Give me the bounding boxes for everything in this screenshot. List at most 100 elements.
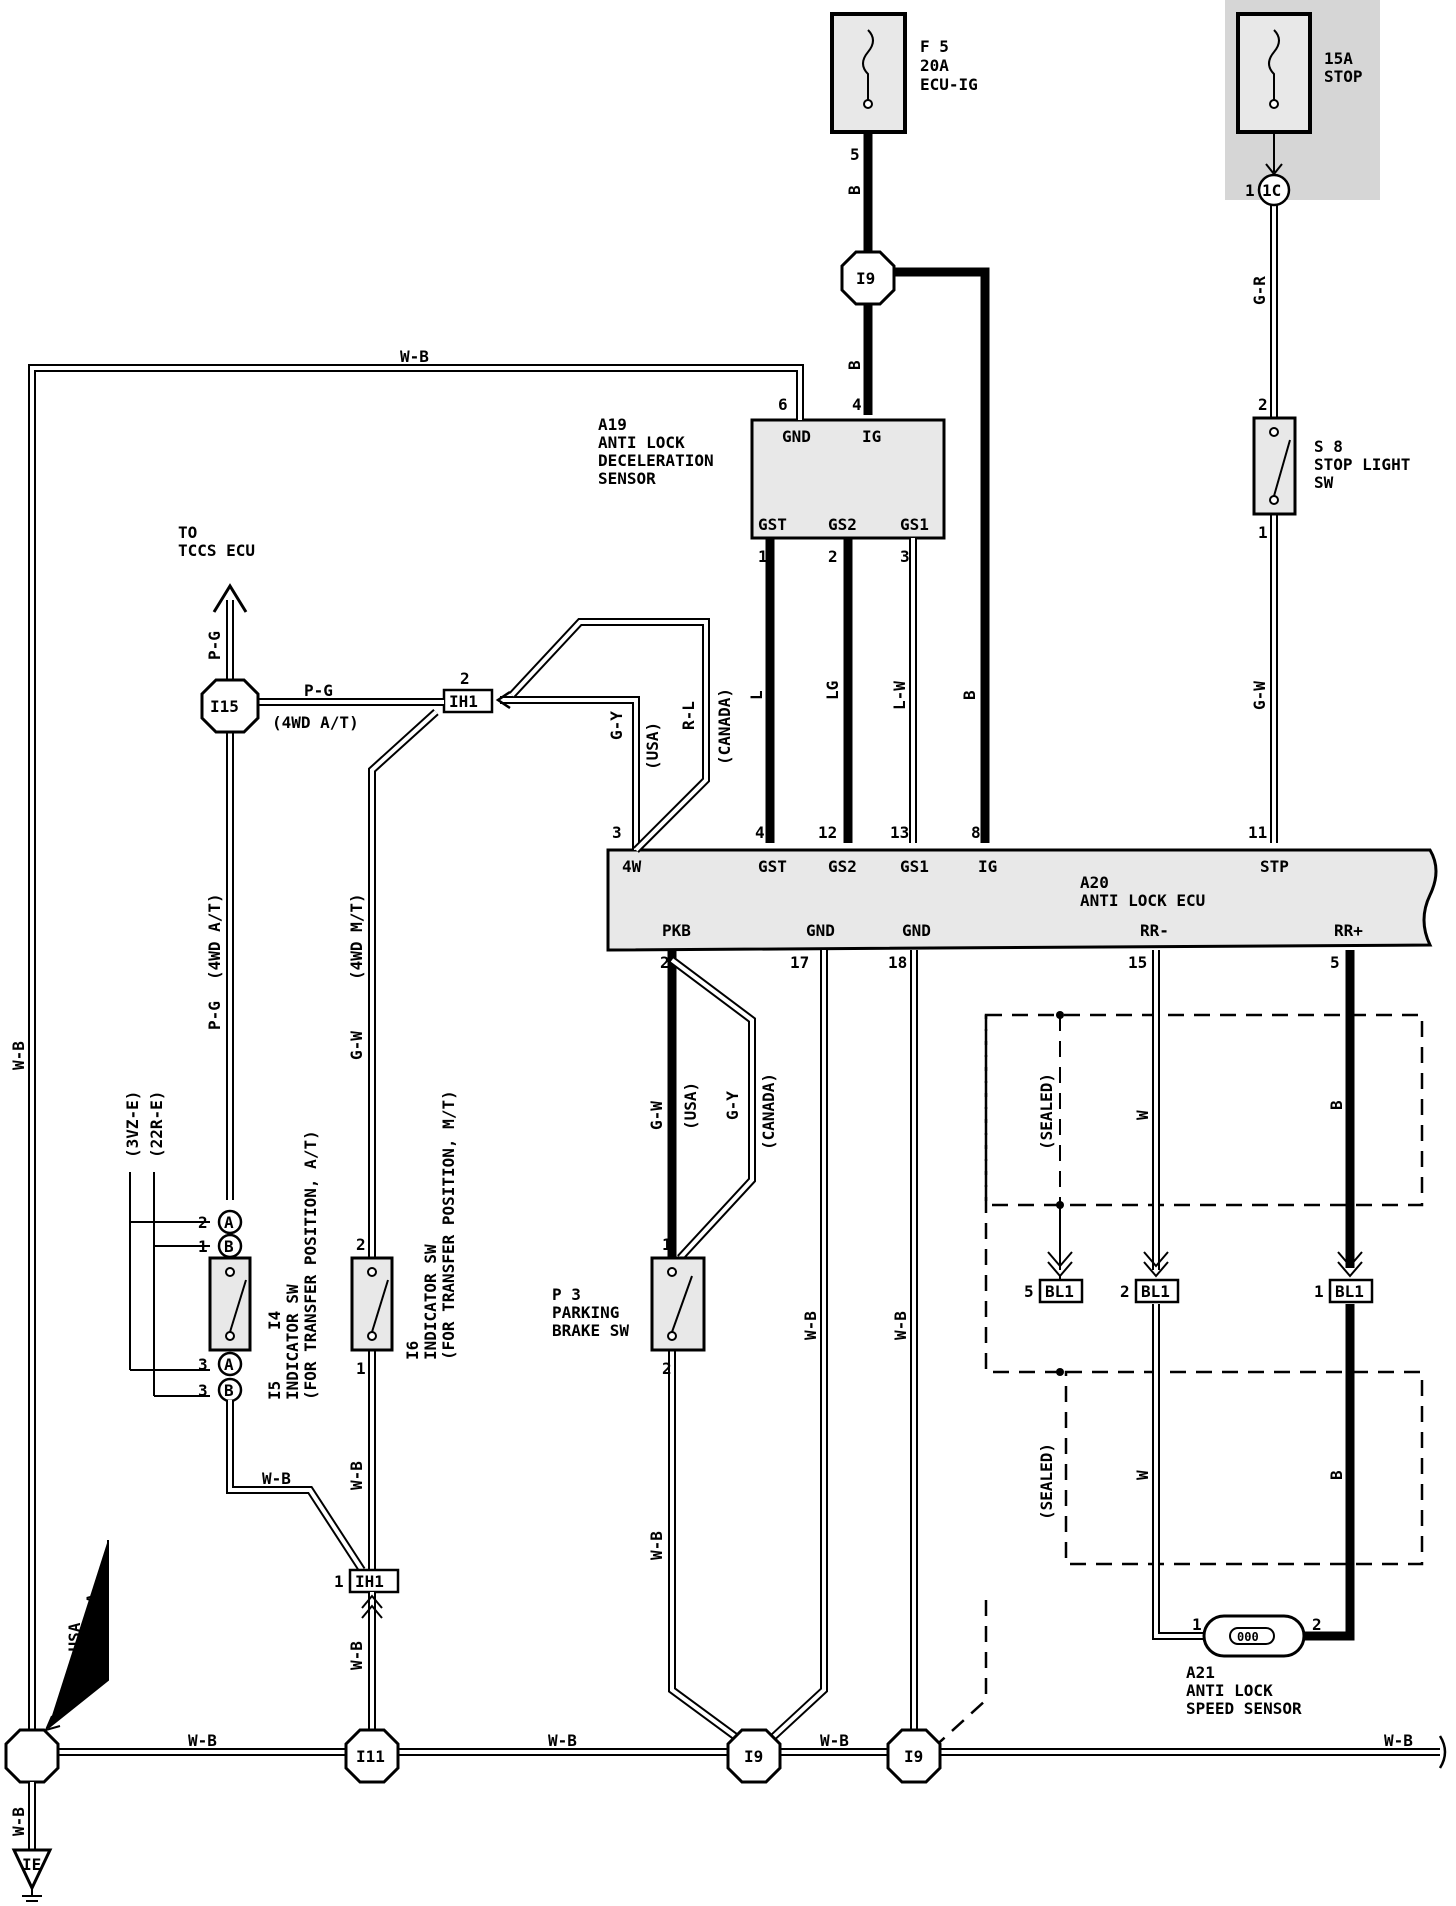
fuse-f5: F 5 20A ECU-IG — [830, 12, 978, 134]
wire-color-wb-bus1: W-B — [188, 1731, 217, 1750]
svg-text:12: 12 — [818, 823, 837, 842]
label-4wd-at-2: (4WD A/T) — [205, 893, 224, 980]
svg-text:4: 4 — [755, 823, 765, 842]
i5-line2: (FOR TRANSFER POSITION, A/T) — [301, 1130, 320, 1400]
sealed-box-bottom — [1064, 1370, 1424, 1566]
a20-name: ANTI LOCK ECU — [1080, 891, 1205, 910]
svg-text:BL1: BL1 — [1335, 1282, 1364, 1301]
fuse-stop-rating: 15A — [1324, 49, 1353, 68]
junction-note: I 9:USA I 8:CANADA — [44, 1540, 109, 1732]
fuse-stop: 15A STOP — [1225, 0, 1380, 200]
wire-color-b-1: B — [845, 185, 864, 195]
svg-text:GND: GND — [782, 427, 811, 446]
svg-text:18: 18 — [888, 953, 907, 972]
label-sealed-bottom: (SEALED) — [1037, 1443, 1056, 1520]
switch-i5-i4: A B A B 2 1 3 3 I5 I4 INDICATOR SW (FOR … — [198, 1130, 320, 1403]
connector-i9-bus-2: I9 — [886, 1728, 942, 1784]
pin-5-f5: 5 — [850, 145, 860, 164]
i5-line1: INDICATOR SW — [283, 1284, 302, 1400]
wire-color-wb-17: W-B — [801, 1311, 820, 1340]
label-3vz-e: (3VZ-E) — [123, 1091, 142, 1158]
label-4wd-at: (4WD A/T) — [272, 713, 359, 732]
s8-ref: S 8 — [1314, 437, 1343, 456]
wire-rr-minus — [1143, 950, 1218, 1640]
svg-text:3: 3 — [198, 1355, 208, 1374]
connector-i11: I11 — [344, 1728, 400, 1784]
svg-text:3: 3 — [900, 547, 910, 566]
svg-text:A: A — [224, 1213, 234, 1232]
wire-color-rl: R-L — [679, 701, 698, 730]
wire-color-b-3: B — [960, 690, 979, 700]
wire-pg — [212, 583, 444, 1200]
wire-color-wb-ih1: W-B — [347, 1641, 366, 1670]
wire-color-b-rr2: B — [1327, 1470, 1346, 1480]
a19-line3: SENSOR — [598, 469, 656, 488]
wire-color-b-2: B — [845, 360, 864, 370]
junction-left — [4, 1728, 60, 1784]
svg-text:GS2: GS2 — [828, 515, 857, 534]
wire-color-gw-pkb: G-W — [647, 1101, 666, 1130]
wire-color-l: L — [747, 690, 766, 700]
svg-text:GS2: GS2 — [828, 857, 857, 876]
svg-text:13: 13 — [890, 823, 909, 842]
connector-1c: 1C 1 — [1245, 173, 1291, 207]
svg-text:IG: IG — [862, 427, 881, 446]
switch-i6: 2 1 I6 INDICATOR SW (FOR TRANSFER POSITI… — [350, 1090, 458, 1378]
svg-text:2: 2 — [356, 1235, 366, 1254]
s8-line1: STOP LIGHT — [1314, 455, 1410, 474]
svg-text:2: 2 — [660, 953, 670, 972]
connector-bl1-1: BL1 1 — [1314, 1278, 1374, 1304]
svg-text:B: B — [224, 1237, 234, 1256]
svg-text:GND: GND — [902, 921, 931, 940]
svg-text:4W: 4W — [622, 857, 642, 876]
svg-text:GST: GST — [758, 515, 787, 534]
svg-text:1: 1 — [1314, 1282, 1324, 1301]
fuse-stop-name: STOP — [1324, 67, 1363, 86]
svg-text:2: 2 — [1258, 395, 1268, 414]
svg-text:1: 1 — [334, 1572, 344, 1591]
svg-text:2: 2 — [828, 547, 838, 566]
svg-text:1: 1 — [1245, 181, 1255, 200]
wire-gw-i6 — [368, 709, 439, 1570]
label-to: TO — [178, 523, 197, 542]
wire-color-gw-stp: G-W — [1250, 681, 1269, 710]
label-22r-e: (22R-E) — [147, 1091, 166, 1158]
wire-rr-plus — [1298, 950, 1363, 1641]
svg-text:3: 3 — [612, 823, 622, 842]
wire-color-wb-i5: W-B — [262, 1469, 291, 1488]
wire-color-wb-pkb: W-B — [647, 1531, 666, 1560]
p3-line2: BRAKE SW — [552, 1321, 629, 1340]
wire-gnd-17 — [768, 950, 826, 1742]
wire-color-wb-left: W-B — [9, 1041, 28, 1070]
ground-ie: IE — [11, 1782, 53, 1902]
svg-text:B: B — [224, 1381, 234, 1400]
svg-text:15: 15 — [1128, 953, 1147, 972]
connector-i15: I15 — [200, 678, 260, 734]
ecu-a20: 4W GST GS2 GS1 IG STP A20 ANTI LOCK ECU … — [606, 823, 1438, 972]
svg-text:IE: IE — [22, 1855, 41, 1874]
wire-color-wb-i6: W-B — [347, 1461, 366, 1490]
label-4wd-mt: (4WD M/T) — [347, 893, 366, 980]
note-usa: I 9:USA — [65, 1622, 84, 1690]
svg-text:I9: I9 — [856, 269, 875, 288]
svg-text:GS1: GS1 — [900, 857, 929, 876]
wire-wb-i5 — [226, 1400, 366, 1573]
wire-color-gy-pkb: G-Y — [723, 1091, 742, 1120]
svg-text:1: 1 — [758, 547, 768, 566]
i4-ref: I4 — [265, 1311, 284, 1330]
svg-text:BL1: BL1 — [1045, 1282, 1074, 1301]
wire-color-pg-2: P-G — [304, 681, 333, 700]
wire-color-b-rr1: B — [1327, 1100, 1346, 1110]
fuse-f5-ref: F 5 — [920, 37, 949, 56]
engine-selector: (3VZ-E) (22R-E) — [123, 1091, 210, 1397]
svg-text:RR+: RR+ — [1334, 921, 1363, 940]
label-usa-4w: (USA) — [643, 722, 662, 770]
svg-text:4: 4 — [852, 395, 862, 414]
p3-ref: P 3 — [552, 1285, 581, 1304]
i6-line1: INDICATOR SW — [421, 1244, 440, 1360]
sensor-a21: 000 1 2 A21 ANTI LOCK SPEED SENSOR — [1186, 1614, 1322, 1718]
label-usa-pkb: (USA) — [681, 1082, 700, 1130]
switch-p3: 1 2 P 3 PARKING BRAKE SW — [552, 1235, 706, 1378]
svg-text:GND: GND — [806, 921, 835, 940]
